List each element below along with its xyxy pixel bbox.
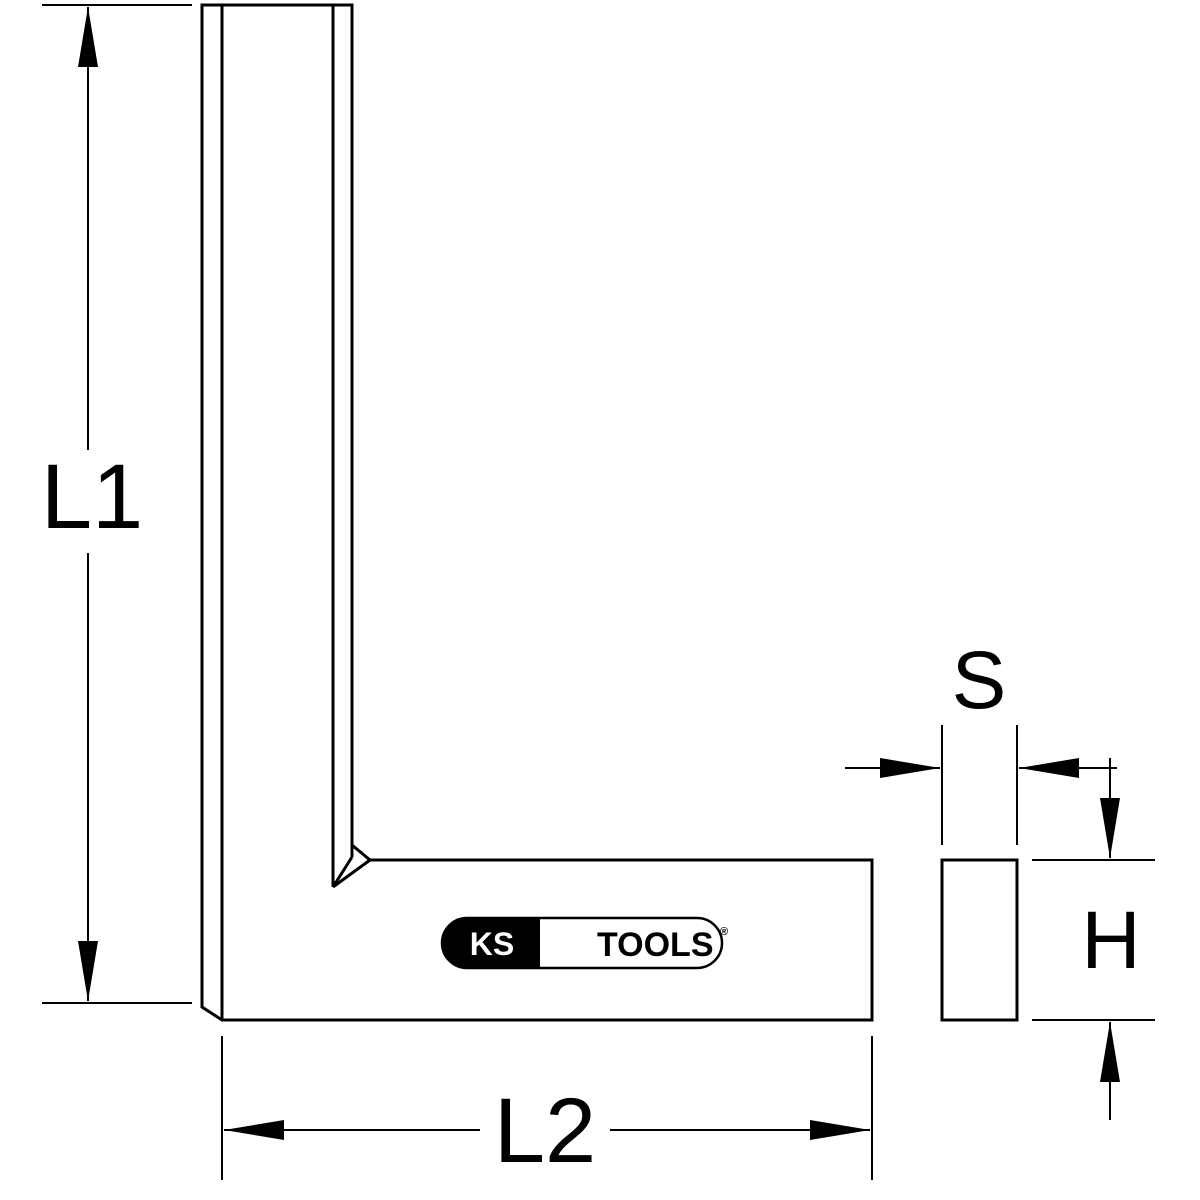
bevel-corner-left — [331, 856, 354, 888]
l1-dimension — [42, 4, 192, 1004]
s-label: S — [952, 635, 1007, 726]
l2-dimension — [221, 1036, 873, 1180]
l2-label: L2 — [494, 1080, 596, 1182]
logo-dark-pill — [442, 918, 540, 968]
square-body — [200, 3, 874, 1022]
ks-tools-logo: KS TOOLS ® — [440, 916, 728, 970]
logo-registered-mark: ® — [720, 926, 728, 938]
h-label: H — [1081, 895, 1140, 986]
square-outline — [200, 3, 874, 1022]
s-dimension — [845, 725, 1117, 845]
cross-section — [940, 858, 1019, 1022]
logo-tools-text: TOOLS — [597, 926, 714, 964]
bevel-corner-right — [332, 858, 371, 889]
l1-label: L1 — [41, 446, 143, 548]
logo-brand: KS — [470, 926, 514, 962]
h-dimension — [1032, 758, 1155, 1120]
